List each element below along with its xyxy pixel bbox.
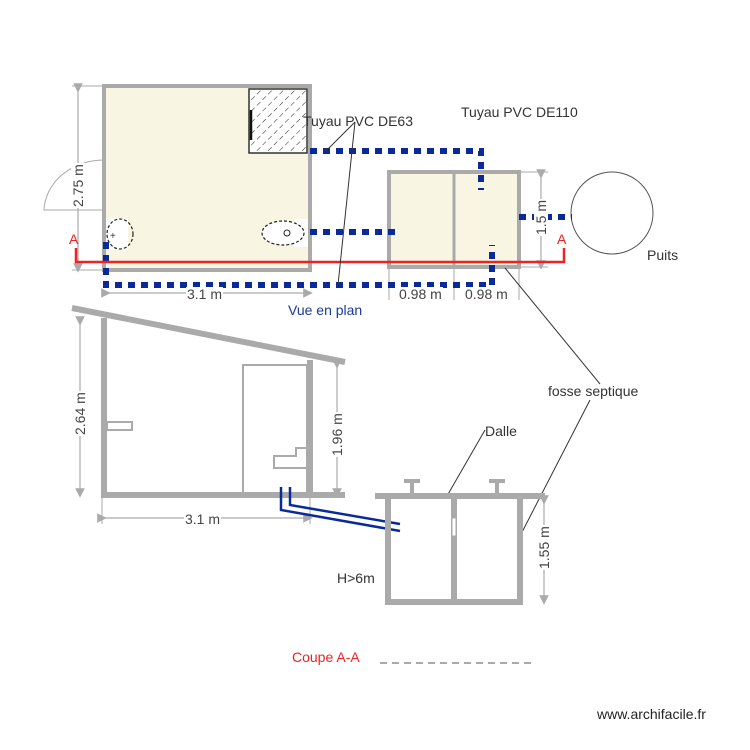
label-slab: Dalle bbox=[485, 423, 517, 439]
door-swing bbox=[43, 159, 105, 211]
label-septic-tank: fosse septique bbox=[548, 383, 639, 399]
dim-floor-width: 3.1 m bbox=[184, 511, 222, 527]
dim-tank-height: 1.55 m bbox=[536, 525, 552, 570]
section-marker-right: A bbox=[557, 231, 567, 247]
label-depth-note: H>6m bbox=[337, 570, 375, 586]
watermark[interactable]: www.archifacile.fr bbox=[597, 706, 706, 722]
septic-tank-section bbox=[375, 479, 545, 605]
section-pipe bbox=[279, 487, 401, 533]
svg-text:+: + bbox=[110, 231, 116, 242]
dim-room-height: 2.75 m bbox=[70, 163, 86, 208]
label-pipe-de110: Tuyau PVC DE110 bbox=[461, 104, 578, 120]
section-building bbox=[71, 305, 346, 498]
dim-tank-width-2: 0.98 m bbox=[464, 286, 509, 302]
septic-tank-plan bbox=[387, 170, 521, 269]
room-plan: + bbox=[102, 84, 312, 272]
label-pipe-de63: Tuyau PVC DE63 bbox=[303, 113, 413, 129]
section-marker-left: A bbox=[69, 231, 79, 247]
sink-icon bbox=[106, 218, 128, 250]
plan-title: Vue en plan bbox=[288, 302, 363, 318]
dim-wall-height-left: 2.64 m bbox=[72, 391, 88, 436]
dim-wall-height-right: 1.96 m bbox=[329, 412, 345, 457]
section-title: Coupe A-A bbox=[292, 649, 360, 665]
dim-tank-depth: 1.5 m bbox=[533, 198, 549, 236]
dim-room-width: 3.1 m bbox=[186, 286, 224, 302]
dim-tank-width-1: 0.98 m bbox=[398, 286, 443, 302]
label-well: Puits bbox=[647, 247, 679, 263]
well-circle bbox=[570, 171, 654, 255]
section-line-aa bbox=[74, 248, 566, 264]
